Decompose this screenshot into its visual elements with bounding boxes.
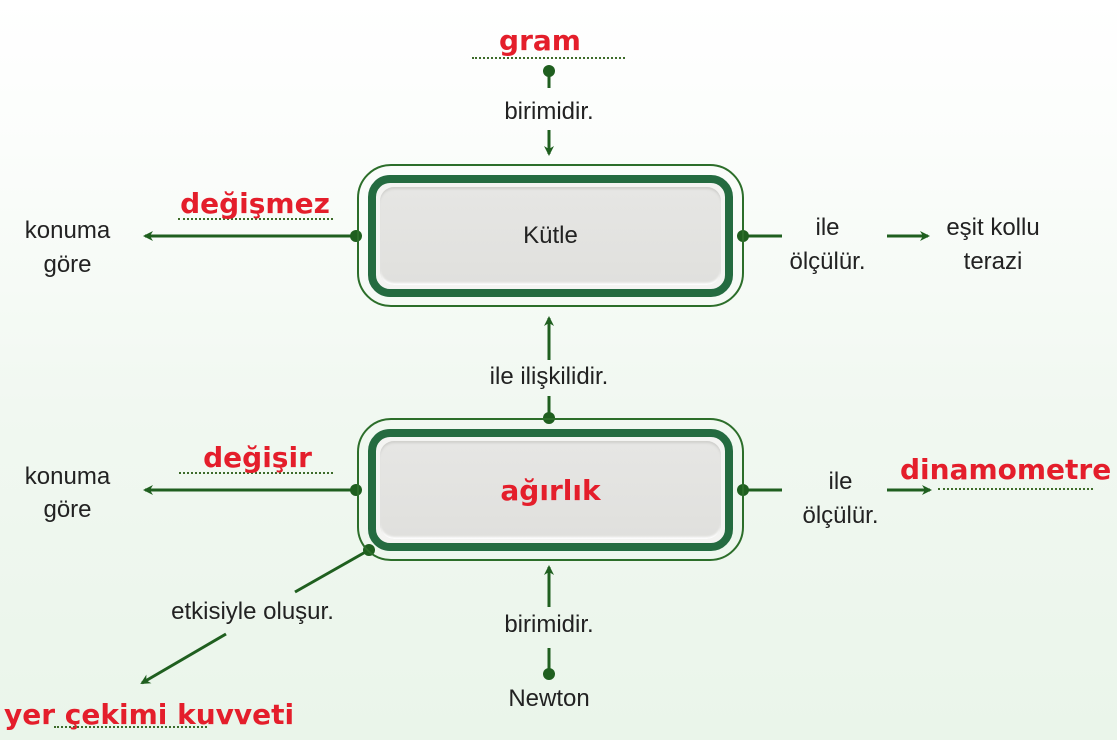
dinamometre-answer-blank bbox=[938, 488, 1093, 490]
gram-connector-text: birimidir. bbox=[504, 98, 594, 125]
agirlik-left-target-1: konuma bbox=[24, 463, 111, 490]
degisir-answer: değişir bbox=[203, 441, 312, 474]
yer-cekimi-answer-blank bbox=[54, 726, 207, 728]
kutle-box-outline bbox=[357, 164, 744, 307]
kutle-right-connector-1: ile bbox=[815, 214, 840, 241]
gram-answer-blank bbox=[472, 57, 625, 59]
agirlik-box: ağırlık bbox=[368, 429, 733, 551]
kutle-right-connector-2: ölçülür. bbox=[789, 248, 866, 275]
degismez-answer-blank bbox=[178, 218, 333, 220]
cause-line bbox=[294, 548, 370, 594]
kutle-box: Kütle bbox=[368, 175, 733, 297]
agirlik-label: ağırlık bbox=[500, 473, 601, 507]
degismez-answer: değişmez bbox=[180, 187, 330, 220]
agirlik-left-target-2: göre bbox=[43, 496, 92, 523]
kutle-box-inner: Kütle bbox=[380, 187, 721, 285]
agirlik-left-dot bbox=[350, 484, 362, 496]
newton-dot bbox=[543, 668, 555, 680]
agirlik-box-outline bbox=[357, 418, 744, 561]
kutle-left-target-1: konuma bbox=[24, 217, 111, 244]
kutle-label: Kütle bbox=[523, 222, 578, 249]
dinamometre-answer: dinamometre bbox=[900, 453, 1112, 486]
kutle-left-dot bbox=[350, 230, 362, 242]
kutle-right-target-1: eşit kollu bbox=[946, 214, 1040, 241]
newton-value: Newton bbox=[508, 685, 590, 712]
cause-connector-text: etkisiyle oluşur. bbox=[171, 598, 334, 625]
kutle-right-target-2: terazi bbox=[963, 248, 1023, 275]
agirlik-right-connector-2: ölçülür. bbox=[802, 502, 879, 529]
relation-connector-text: ile ilişkilidir. bbox=[489, 363, 609, 390]
degisir-answer-blank bbox=[179, 472, 333, 474]
gram-dot bbox=[543, 65, 555, 77]
newton-connector-text: birimidir. bbox=[504, 611, 594, 638]
cause-arrow bbox=[140, 632, 227, 685]
gram-answer: gram bbox=[499, 24, 581, 57]
kutle-left-target-2: göre bbox=[43, 251, 92, 278]
agirlik-box-inner: ağırlık bbox=[380, 441, 721, 539]
agirlik-right-connector-1: ile bbox=[828, 468, 853, 495]
yer-cekimi-answer: yer çekimi kuvveti bbox=[4, 698, 295, 731]
